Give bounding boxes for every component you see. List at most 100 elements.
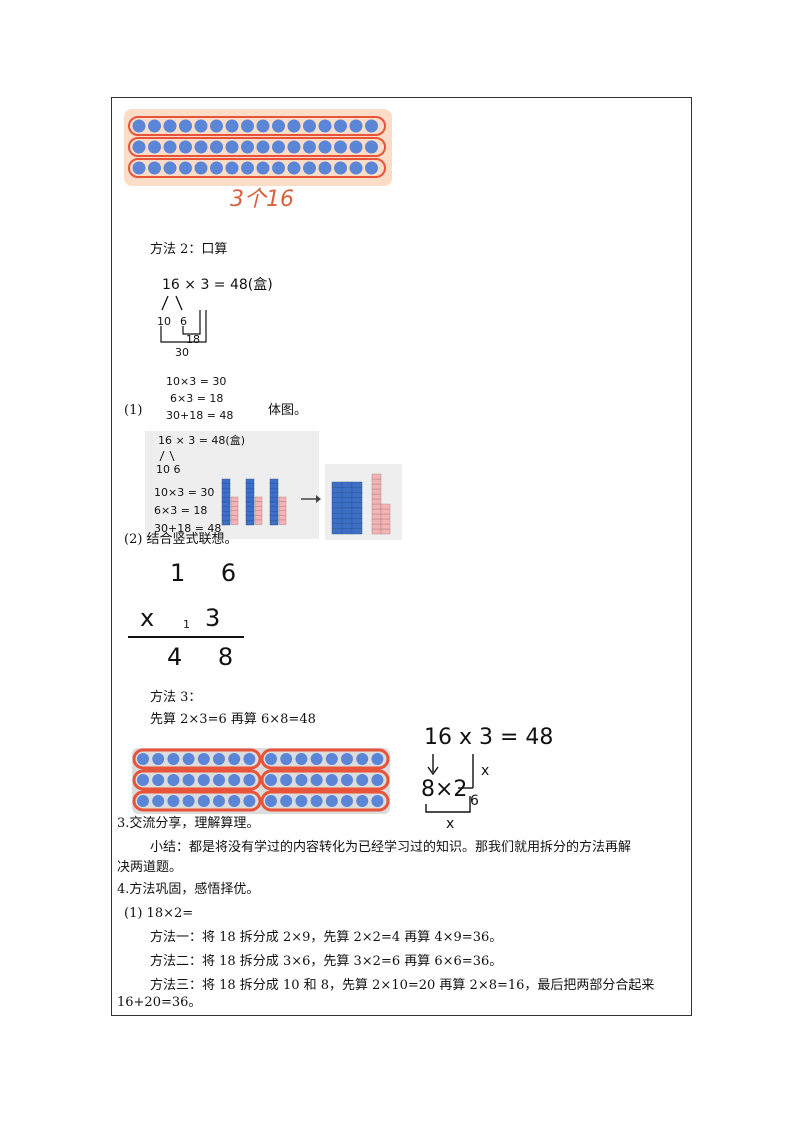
ten-rod-cube <box>245 515 255 521</box>
unit-cube <box>371 528 382 535</box>
ten-rod-cube <box>351 518 363 524</box>
unit-cube <box>254 496 263 502</box>
unit-cube <box>278 501 287 507</box>
m3-hand-equation: 16 x 3 = 48 <box>424 725 554 750</box>
ten-rod-cube <box>351 513 363 519</box>
dot <box>228 774 241 786</box>
method2-title: 方法 2：口算 <box>150 242 228 257</box>
unit-cube <box>254 501 263 507</box>
unit-cube <box>371 523 382 530</box>
unit-cube <box>380 523 391 530</box>
unit-cube <box>230 510 239 516</box>
m3-hand-six: 6 <box>470 793 479 809</box>
section4-heading: 4.方法巩固，感悟择优。 <box>117 882 260 897</box>
ten-rod-cube <box>245 487 255 493</box>
dot <box>225 119 239 133</box>
hand-partial-18: 18 <box>186 333 200 346</box>
dot <box>213 795 225 807</box>
dot <box>225 140 239 154</box>
ten-rod-cube <box>269 501 279 507</box>
question-1: (1) 18×2= <box>124 906 194 921</box>
ten-rod-cube <box>269 511 279 517</box>
unit-cube <box>371 518 382 525</box>
photo-calc-line-1: 10×3 = 30 <box>154 486 215 499</box>
ten-rod-cube <box>245 501 255 507</box>
ten-rod-cube <box>221 487 231 493</box>
dot <box>213 753 225 765</box>
ten-rod-cube <box>351 507 363 514</box>
dot <box>182 753 195 765</box>
dot <box>265 795 277 807</box>
dot <box>137 795 149 807</box>
dot <box>349 140 363 154</box>
unit-cube <box>278 510 287 516</box>
group-ring-left <box>132 748 262 770</box>
dot <box>341 774 353 786</box>
ten-rod-cube <box>221 520 231 526</box>
ten-rod-cube <box>221 478 231 484</box>
dot <box>295 774 308 786</box>
dot <box>349 161 363 175</box>
group-ring-right <box>260 790 390 812</box>
method-one: 方法一：将 18 拆分成 2×9，先算 2×2=4 再算 4×9=36。 <box>150 930 503 945</box>
dot <box>265 774 277 786</box>
dot <box>325 774 338 786</box>
dot-array-figure-top <box>124 109 392 186</box>
ten-rod-cube <box>331 502 343 509</box>
unit-cube <box>278 506 287 512</box>
dot <box>334 161 347 175</box>
ten-rod-cube <box>341 502 353 509</box>
dot <box>287 119 301 133</box>
dot <box>148 161 161 175</box>
ten-rod-cube <box>269 483 279 489</box>
dot <box>371 795 384 807</box>
ten-rod-cube <box>351 497 363 504</box>
dot <box>182 774 195 786</box>
unit-cube <box>371 473 382 480</box>
m3-hand-factor: 8×2 <box>421 777 468 802</box>
unit-cube <box>380 503 391 510</box>
unit-cube <box>254 506 263 512</box>
dot <box>334 140 347 154</box>
ten-rod-cube <box>269 478 279 484</box>
unit-cube <box>371 498 382 505</box>
dot <box>280 753 293 765</box>
ten-rod-cube <box>351 528 363 535</box>
dot <box>365 119 378 133</box>
ten-rod-cube <box>331 507 343 514</box>
ten-rod-cube <box>341 518 353 524</box>
unit-cube <box>230 496 239 502</box>
ten-rod-cube <box>269 487 279 493</box>
photo-calc-line-2: 6×3 = 18 <box>154 504 208 517</box>
dot <box>356 753 369 765</box>
dot <box>325 753 338 765</box>
hand-equation: 16 × 3 = 48(盒) <box>162 277 273 293</box>
dot <box>132 140 146 154</box>
group-ring-right <box>260 769 390 791</box>
hand-calc-line-3: 30+18 = 48 <box>166 409 234 422</box>
dot <box>132 119 146 133</box>
dot <box>287 161 301 175</box>
dot <box>163 140 177 154</box>
ten-rod-cube <box>221 483 231 489</box>
dot <box>310 753 323 765</box>
vertical-carry: 1 <box>183 618 190 631</box>
m3-hand-x1: x <box>481 763 490 779</box>
dot <box>341 795 353 807</box>
dot <box>365 140 378 154</box>
dot <box>225 161 239 175</box>
dot <box>287 140 301 154</box>
photo-split-lines <box>159 450 175 462</box>
dot <box>272 161 285 175</box>
unit-cube <box>278 515 287 521</box>
dot <box>303 119 316 133</box>
unit-cube <box>371 493 382 500</box>
dot <box>310 795 323 807</box>
dot-row-outline <box>128 158 386 178</box>
dot <box>228 795 241 807</box>
photo-split: 10 6 <box>156 463 181 476</box>
ten-rod-cube <box>341 487 353 493</box>
ten-rod-cube <box>331 528 343 535</box>
dot <box>137 753 149 765</box>
unit-cube <box>230 501 239 507</box>
